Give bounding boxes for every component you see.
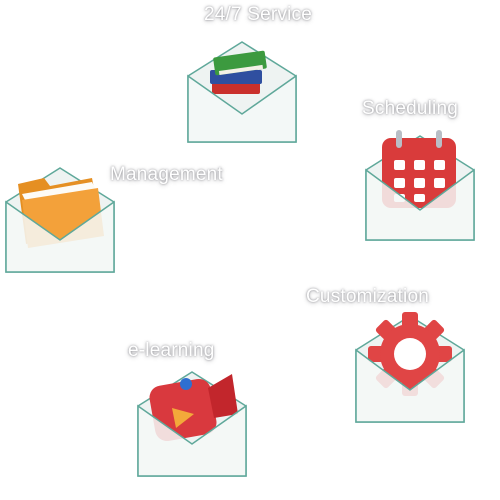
feature-label-service: 24/7 Service (204, 4, 313, 25)
feature-card-scheduling[interactable] (364, 130, 476, 242)
gear-icon (368, 312, 452, 396)
feature-card-service[interactable] (186, 36, 298, 148)
feature-label-management: Management (110, 164, 223, 185)
calendar-icon (382, 130, 456, 208)
feature-card-management[interactable] (4, 167, 116, 280)
feature-card-customization[interactable] (354, 310, 466, 423)
feature-label-customization: Customization (306, 286, 429, 307)
books-icon (210, 50, 267, 94)
feature-label-scheduling: Scheduling (362, 98, 459, 119)
feature-card-elearning[interactable] (136, 368, 248, 480)
feature-label-elearning: e-learning (128, 340, 215, 361)
